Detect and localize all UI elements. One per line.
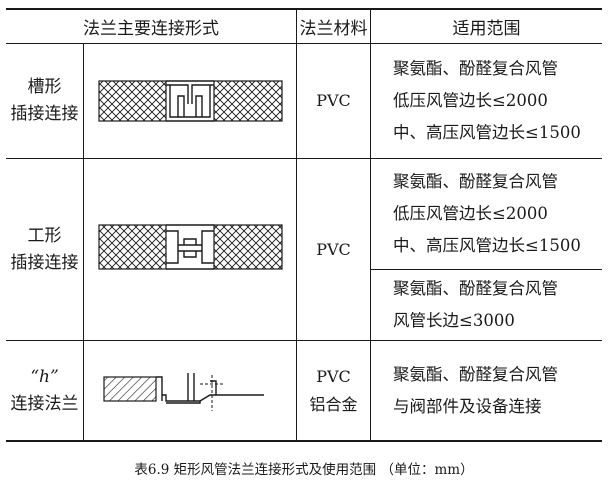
table-caption: 表6.9 矩形风管法兰连接形式及使用范围 （单位：mm） xyxy=(134,462,474,478)
row-3-name-line-1: “h” xyxy=(30,366,59,387)
row-1-name-line-2: 插接连接 xyxy=(10,104,79,124)
divider-material-range xyxy=(370,8,371,440)
table-top-rule xyxy=(6,8,602,10)
h-flange-drawing xyxy=(103,373,264,411)
row-1-range-line-3: 中、高压风管边长≤1500 xyxy=(393,123,581,142)
row-1-material: PVC xyxy=(297,44,370,158)
row-2-range-a: 聚氨酯、酚醛复合风管 低压风管边长≤2000 中、高压风管边长≤1500 xyxy=(393,159,602,269)
row-2b-range-line-2: 风管长边≤3000 xyxy=(393,311,515,330)
row-2a-range-line-3: 中、高压风管边长≤1500 xyxy=(393,236,581,255)
row-1-range: 聚氨酯、酚醛复合风管 低压风管边长≤2000 中、高压风管边长≤1500 xyxy=(393,44,602,158)
header-range: 适用范围 xyxy=(452,18,521,39)
row1-rule xyxy=(6,158,602,159)
row-1-range-line-2: 低压风管边长≤2000 xyxy=(393,91,548,110)
row-1-range-line-1: 聚氨酯、酚醛复合风管 xyxy=(393,59,558,78)
row-2b-range-line-1: 聚氨酯、酚醛复合风管 xyxy=(393,279,558,298)
row-2-material: PVC xyxy=(297,159,370,340)
divider-name-drawing xyxy=(83,43,84,440)
row-2-name-line-1: 工形 xyxy=(27,225,62,246)
row-3-range-line-2: 与阀部件及设备连接 xyxy=(393,396,542,416)
row2-rule xyxy=(6,340,602,341)
row-2a-range-line-1: 聚氨酯、酚醛复合风管 xyxy=(393,172,558,191)
header-rule xyxy=(6,43,602,44)
row-3-range: 聚氨酯、酚醛复合风管 与阀部件及设备连接 xyxy=(393,341,602,440)
row-1-material-line-1: PVC xyxy=(316,91,351,110)
i-joint-drawing xyxy=(98,224,283,270)
header-form: 法兰主要连接形式 xyxy=(83,18,219,39)
divider-form-material xyxy=(296,8,297,440)
row-3-range-line-1: 聚氨酯、酚醛复合风管 xyxy=(393,364,558,384)
table-bottom-rule xyxy=(6,440,602,442)
row-2-name-line-2: 插接连接 xyxy=(10,252,79,273)
row-2a-range-line-2: 低压风管边长≤2000 xyxy=(393,204,548,223)
row-3-name: “h” 连接法兰 xyxy=(6,341,83,440)
row-3-material-line-2: 铝合金 xyxy=(309,394,358,414)
row-2-material-line-1: PVC xyxy=(316,239,351,259)
row-3-name-line-2: 连接法兰 xyxy=(10,393,79,414)
row-3-material-line-1: PVC xyxy=(316,366,351,386)
row2-sub-rule xyxy=(370,269,602,270)
header-material: 法兰材料 xyxy=(299,18,368,39)
row-2-name: 工形 插接连接 xyxy=(6,159,83,340)
slot-joint-drawing xyxy=(98,80,283,122)
row-1-name: 槽形 插接连接 xyxy=(6,44,83,158)
row-3-material: PVC 铝合金 xyxy=(297,341,370,440)
row-2-range-b: 聚氨酯、酚醛复合风管 风管长边≤3000 xyxy=(393,270,602,340)
row-1-name-line-1: 槽形 xyxy=(27,77,62,97)
